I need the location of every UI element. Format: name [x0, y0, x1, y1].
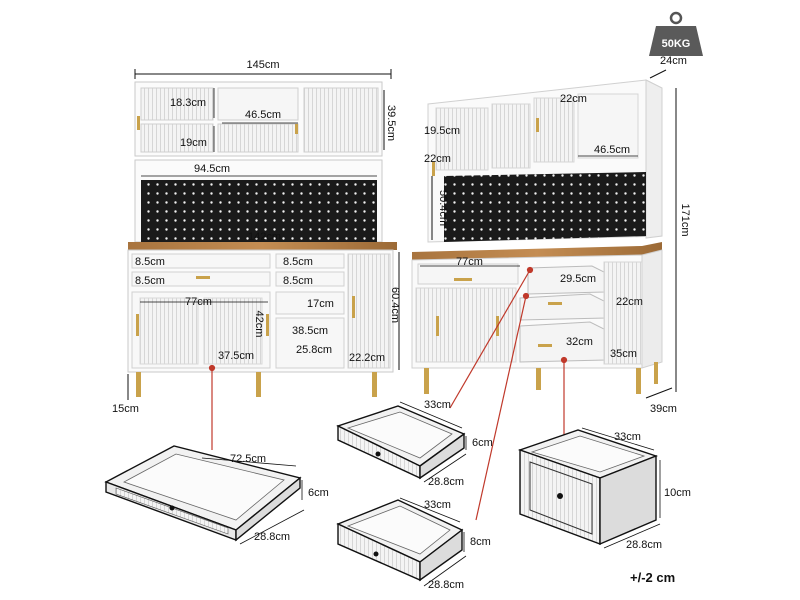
angled-pegboard: [444, 172, 646, 242]
shelf-label: 22cm: [424, 153, 451, 165]
pegboard-height-label: 50.4cm: [437, 190, 449, 226]
side-shelf-label: 22cm: [616, 296, 643, 308]
drawer-mid-bottom: 33cm 8cm 28.8cm: [336, 497, 491, 591]
top-shelf-height-label: 18.3cm: [170, 97, 206, 109]
drawer-tall-depth-label: 28.8cm: [626, 539, 662, 551]
shelf-label: 22cm: [560, 93, 587, 105]
drawer-height-label: 32cm: [566, 336, 593, 348]
drawer-tall-width-label: 33cm: [614, 431, 641, 443]
total-height-label: 171cm: [679, 203, 691, 236]
base-depth-label: 39cm: [650, 403, 677, 415]
drawer-tall: 33cm 10cm 28.8cm: [517, 427, 691, 551]
drawer-height-label: 8.5cm: [135, 275, 165, 287]
top-depth-label: 24cm: [660, 55, 687, 67]
gold-legs: [136, 372, 377, 397]
pegboard: [141, 180, 377, 242]
front-view: 145cm 18.3cm 46.5cm 19cm 39.5cm 94.5cm 1…: [112, 59, 401, 415]
drawer-height-label: 8.5cm: [135, 256, 165, 268]
drawer-mid-top-width-label: 33cm: [424, 399, 451, 411]
angled-glass-door: [435, 107, 489, 171]
weight-icon: 50KG: [649, 11, 703, 56]
leg-height-label: 15cm: [112, 403, 139, 415]
wooden-countertop: [128, 242, 397, 250]
door-height-label: 42cm: [253, 311, 265, 338]
glass-door-upper-left: [140, 87, 214, 121]
small-drawer: [275, 271, 345, 287]
drawer-large-depth-label: 28.8cm: [254, 531, 290, 543]
glass-door-middle: [217, 123, 299, 153]
drawer-small-width-label: 29.5cm: [560, 273, 596, 285]
drawer-large-width-label: 72.5cm: [230, 453, 266, 465]
drawer-mid-top-height-label: 6cm: [472, 437, 493, 449]
counter-width-label: 142cm: [248, 231, 281, 243]
drawer-width-label: 77cm: [456, 256, 483, 268]
handle: [295, 124, 298, 134]
small-drawer-width-label: 38.5cm: [292, 325, 328, 337]
small-drawer-height-label: 17cm: [307, 298, 334, 310]
top-shelf-width-label: 46.5cm: [245, 109, 281, 121]
top-lower-height-label: 19cm: [180, 137, 207, 149]
open-drawer-2: [519, 293, 607, 321]
bottom-drawer: [275, 317, 345, 369]
angle-view: 50KG 22cm 19.5cm 22cm 46.5cm 50.4cm 77cm: [411, 11, 703, 415]
base-height-label: 60.4cm: [389, 287, 401, 323]
door-width-label: 37.5cm: [218, 350, 254, 362]
total-width-label: 145cm: [246, 59, 279, 71]
weight-badge-label: 50KG: [662, 38, 691, 50]
callout-lines: [208, 266, 568, 521]
pegboard-width-label: 94.5cm: [194, 163, 230, 175]
wide-drawer-top: [131, 253, 271, 269]
small-drawer-top: [275, 253, 345, 269]
drawer-mid-bottom-width-label: 33cm: [424, 499, 451, 511]
base-width-label: 77cm: [185, 296, 212, 308]
open-shelf-upper: [217, 87, 299, 121]
open-drawer-3: [519, 321, 607, 363]
drawer-mid-bottom-height-label: 8cm: [470, 536, 491, 548]
drawer-large: 72.5cm 6cm 28.8cm: [104, 445, 329, 545]
glass-door-lower-left: [140, 123, 214, 153]
drawer-mid-bottom-depth-label: 28.8cm: [428, 579, 464, 591]
shelf-label: 46.5cm: [594, 144, 630, 156]
shelf-label: 19.5cm: [424, 125, 460, 137]
drawer-mid-top-depth-label: 28.8cm: [428, 476, 464, 488]
side-door-width-label: 22.2cm: [349, 352, 385, 364]
tolerance-label: +/-2 cm: [630, 570, 675, 585]
glass-door-right: [303, 87, 379, 153]
drawer-height-label: 8.5cm: [283, 256, 313, 268]
handle: [137, 116, 140, 130]
lower-shelf-label: 35cm: [610, 348, 637, 360]
drawer-tall-height-label: 10cm: [664, 487, 691, 499]
drawer-mid-top: 33cm 6cm 28.8cm: [336, 399, 493, 488]
drawer-height-label: 8.5cm: [283, 275, 313, 287]
drawer-large-height-label: 6cm: [308, 487, 329, 499]
small-drawer-depth-label: 25.8cm: [296, 344, 332, 356]
top-cabinet-height-label: 39.5cm: [385, 105, 397, 141]
angled-gold-legs: [424, 362, 658, 394]
middle-drawer: [275, 291, 345, 315]
